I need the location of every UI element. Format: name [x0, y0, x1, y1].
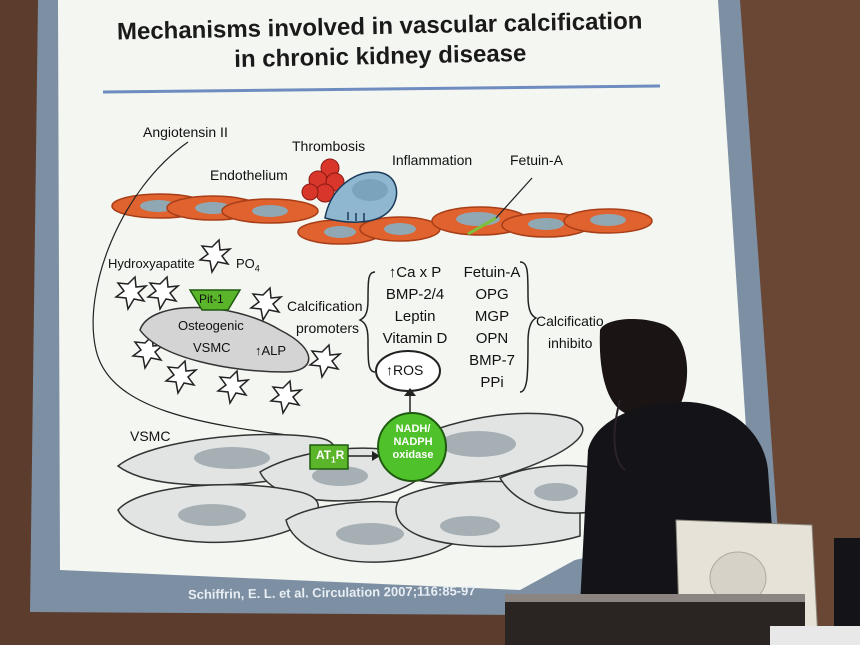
up-arrow-icon: ↑	[388, 264, 397, 281]
nadh-text: NADH/	[395, 423, 431, 435]
nucleus	[178, 504, 246, 526]
nadph-oxidase-circle	[377, 412, 447, 482]
crystal	[114, 275, 149, 312]
at1r-end: R	[335, 448, 345, 462]
nucleus	[534, 483, 578, 501]
nucleus	[440, 516, 500, 536]
label-vsmc-cell: VSMC	[193, 340, 231, 355]
promoter-leptin: Leptin	[394, 308, 436, 325]
label-pit1: Pit-1	[199, 292, 224, 306]
arrowhead	[372, 451, 380, 461]
nucleus	[590, 214, 626, 226]
podium-top	[505, 594, 805, 602]
podium	[505, 596, 805, 645]
inhibitor-opg: OPG	[475, 286, 509, 303]
inhibitor-ppi: PPi	[480, 374, 504, 391]
at1r-box	[309, 444, 349, 470]
arrowhead	[404, 388, 416, 396]
promoters-bracket	[358, 271, 376, 373]
angiotensin-pathway	[92, 141, 313, 439]
ros-text: ROS	[393, 362, 424, 378]
label-alp: ↑ALP	[255, 343, 286, 358]
fetuin-pointer	[495, 177, 533, 219]
hydroxyapatite-crystals	[114, 238, 343, 416]
label-hydroxyapatite: Hydroxyapatite	[108, 256, 195, 271]
nucleus	[252, 205, 288, 217]
promoter-item: ↑Ca x P	[372, 262, 458, 284]
crystal	[308, 343, 343, 380]
label-ros: ↑ROS	[386, 362, 423, 378]
promoter-ca-x-p: Ca x P	[396, 264, 442, 281]
label-po4: PO4	[236, 256, 260, 274]
inhibitor-fetuin-a: Fetuin-A	[463, 264, 521, 281]
promoters-list: ↑Ca x P BMP-2/4 Leptin Vitamin D	[372, 262, 458, 350]
inhibitors-list: Fetuin-A OPG MGP OPN BMP-7 PPi	[460, 262, 524, 394]
at1r-subscript: 1	[331, 455, 336, 465]
thrombosis-cluster	[301, 158, 345, 203]
promoter-bmp: BMP-2/4	[385, 286, 445, 303]
po4-text: PO	[236, 256, 255, 271]
inhibitor-bmp-7: BMP-7	[469, 352, 515, 369]
nadph-text: NADPH	[393, 436, 433, 448]
crystal	[216, 369, 251, 406]
promoter-vitamin-d: Vitamin D	[382, 330, 448, 347]
vsmc-nuclei	[178, 431, 578, 545]
label-thrombosis: Thrombosis	[292, 138, 366, 154]
crystal	[269, 379, 304, 416]
label-calc-inhibitors-2: inhibito	[548, 335, 593, 351]
nadph-oxidase-label: NADH/ NADPH oxidase	[382, 423, 444, 462]
label-at1r: AT1R	[316, 448, 344, 464]
nucleus	[194, 447, 270, 469]
osteogenic-vsmc	[139, 289, 310, 373]
inhibitors-bracket	[519, 261, 538, 393]
inhibitor-mgp: MGP	[474, 308, 510, 325]
label-calc-inhibitors-1: Calcificatio	[536, 313, 604, 329]
rbc	[301, 183, 319, 201]
inhibitor-opn: OPN	[475, 330, 509, 347]
label-inflammation: Inflammation	[392, 152, 473, 168]
crystal	[249, 286, 284, 323]
label-fetuin-a-top: Fetuin-A	[510, 152, 563, 168]
up-arrow-icon: ↑	[386, 362, 393, 378]
title-rule	[102, 84, 661, 94]
endothelium-layer	[111, 193, 653, 245]
oxidase-text: oxidase	[392, 449, 434, 461]
at1r-text: AT	[316, 448, 332, 462]
nucleus	[336, 523, 404, 545]
nucleus	[528, 218, 564, 230]
nucleus	[312, 466, 368, 486]
nucleus	[384, 223, 416, 235]
alp-text: ALP	[261, 343, 287, 358]
crystal	[198, 238, 233, 275]
slide-title: Mechanisms involved in vascular calcific…	[99, 6, 660, 78]
fetuin-green-arrow	[467, 216, 497, 236]
crystal	[164, 359, 199, 396]
label-vsmc-layer: VSMC	[130, 428, 171, 444]
label-osteogenic: Osteogenic	[178, 318, 244, 333]
crystal	[131, 334, 166, 371]
up-arrow-icon: ↑	[255, 343, 262, 358]
nucleus	[440, 431, 516, 457]
label-calc-promoters-1: Calcification	[287, 298, 363, 314]
po4-subscript: 4	[254, 263, 260, 274]
nucleus	[324, 226, 356, 238]
pit1-receptor	[188, 289, 242, 311]
label-calc-promoters-2: promoters	[296, 320, 360, 336]
label-endothelium: Endothelium	[210, 167, 288, 183]
monocyte	[324, 171, 398, 223]
crystal	[146, 275, 181, 312]
label-angiotensin: Angiotensin II	[143, 124, 228, 140]
name-card	[770, 626, 860, 645]
